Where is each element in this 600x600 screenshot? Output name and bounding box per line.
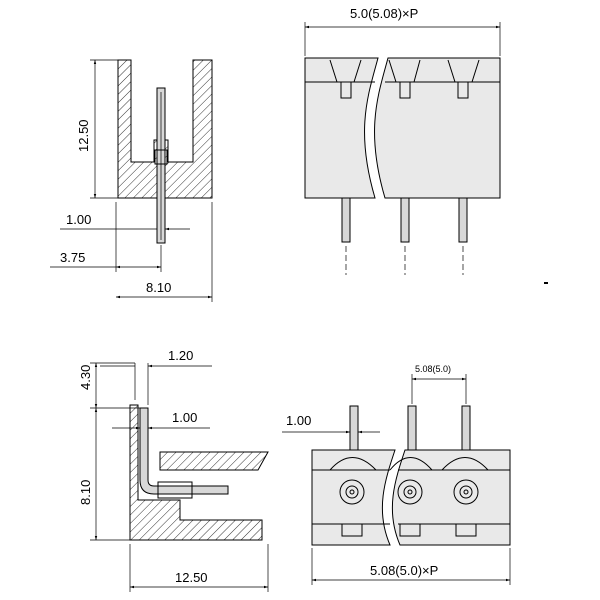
front-pin-1 [341,197,351,243]
height-dimension-label: 12.50 [76,119,91,152]
body-height-dimension-label: 8.10 [78,480,93,505]
total-dimension-label: 5.08(5.0)×P [370,563,438,578]
pin-pitch-dimension-label: 5.08(5.0) [415,364,451,374]
offset-dimension-label: 3.75 [60,250,85,265]
pitch-dimension-label: 5.0(5.08)×P [350,6,418,21]
depth-dimension-label: 12.50 [175,570,208,585]
rear-pin-1 [349,405,359,451]
right-angle-front-view: 1.00 5.08(5.0) 5.08(5.0)×P [282,364,511,585]
rear-pin-3 [461,405,471,451]
front-pin-2 [400,197,410,243]
right-angle-side-view: 4.30 1.20 1.00 8.10 12.50 [78,348,269,592]
stray-mark [544,282,548,284]
top-width-dimension-label: 1.20 [168,348,193,363]
front-view: 5.0(5.08)×P [304,6,501,275]
width-dimension-label: 8.10 [146,280,171,295]
rear-pin-2 [407,405,417,451]
bent-pin [139,407,229,495]
pin-dimension-label-2: 1.00 [172,410,197,425]
side-section-view: 12.50 1.00 3.75 8.10 [50,59,213,302]
pin-dimension-label-3: 1.00 [286,413,311,428]
front-pin-3 [458,197,468,243]
top-height-dimension-label: 4.30 [78,365,93,390]
pin-dimension-label: 1.00 [66,212,91,227]
